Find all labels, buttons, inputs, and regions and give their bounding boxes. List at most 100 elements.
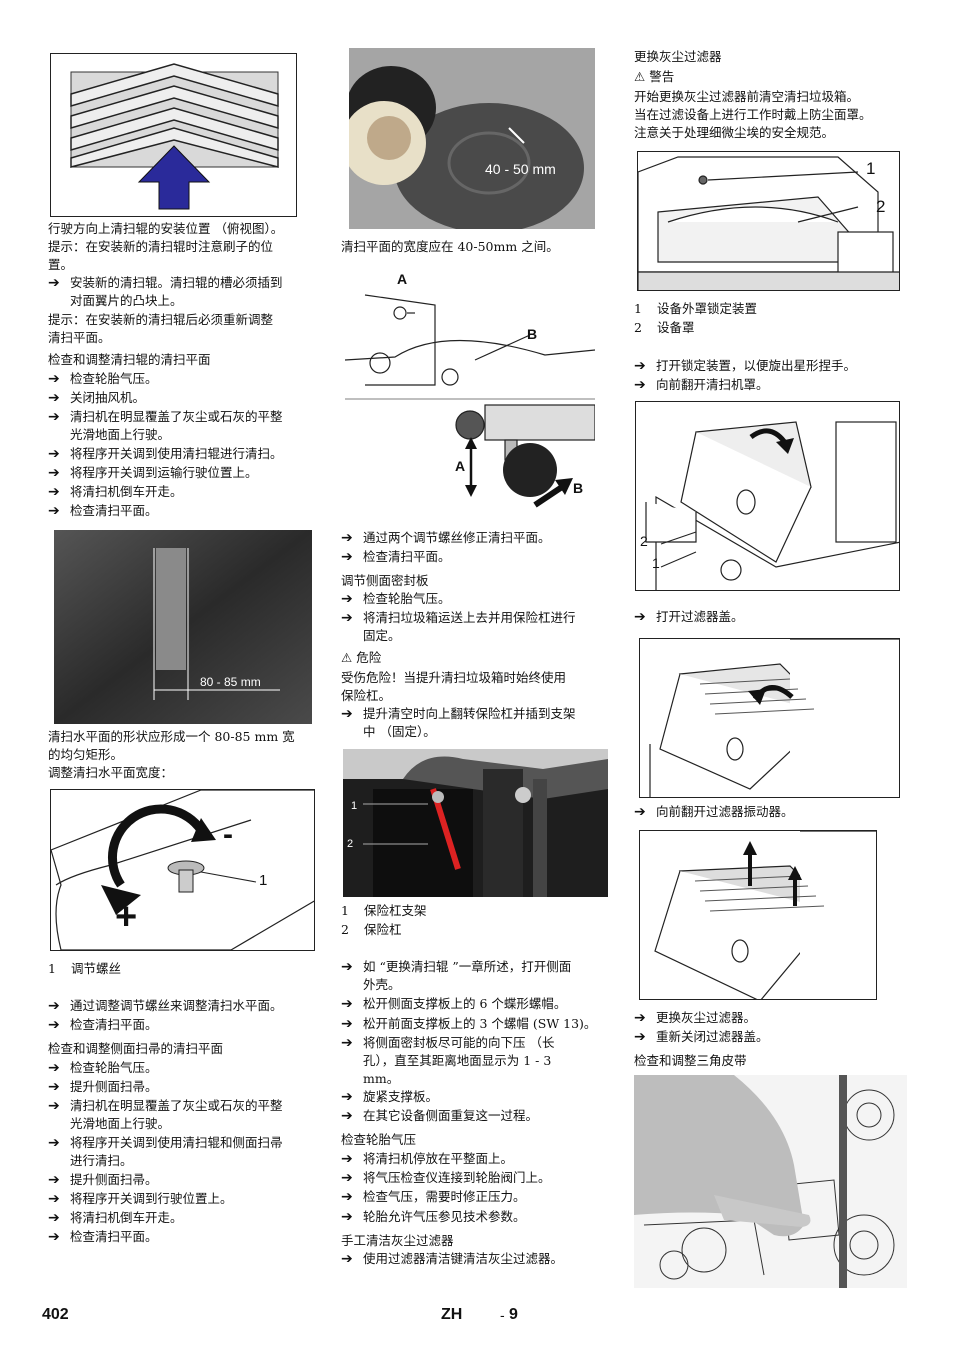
- list-item: ➔检查轮胎气压。: [341, 591, 451, 607]
- arrow-right-icon: ➔: [48, 446, 60, 462]
- label-b-top: B: [527, 326, 538, 342]
- fig1-caption: 行驶方向上清扫辊的安装位置 （俯视图）。: [48, 221, 284, 236]
- warning-line1: 开始更换灰尘过滤器前清空清扫垃圾箱。: [634, 89, 860, 104]
- page-number: 402: [42, 1306, 69, 1323]
- arrow-right-icon: ➔: [341, 591, 353, 607]
- arrow-right-icon: ➔: [341, 530, 353, 546]
- list-item: ➔在其它设备侧面重复这一过程。: [341, 1108, 539, 1124]
- arrow-right-icon: ➔: [341, 1108, 353, 1124]
- section-heading-filter-replace: 更换灰尘过滤器: [634, 49, 722, 64]
- arrow-right-icon: ➔: [48, 275, 60, 291]
- arrow-right-icon: ➔: [634, 804, 646, 820]
- adjusting-screw-figure: - + 1: [50, 789, 315, 951]
- arrow-right-icon: ➔: [48, 465, 60, 481]
- increase-sign: +: [115, 896, 138, 938]
- warning-line3: 注意关于处理细微尘埃的安全规范。: [634, 125, 835, 140]
- list-item: ➔提升侧面扫帚。: [48, 1079, 158, 1095]
- fig2-caption-line3: 调整清扫水平面宽度：: [48, 765, 174, 780]
- v-belt-photo: [634, 1075, 907, 1288]
- label-b-bottom: B: [573, 480, 584, 496]
- side-broom-photo: 40 - 50 mm: [349, 48, 595, 229]
- legend-text: 保险杠: [364, 922, 402, 937]
- fig2-caption-line1: 清扫水平面的形状应形成一个 80-85 mm 宽: [48, 729, 295, 744]
- list-item-cont: 中 （固定）。: [363, 724, 436, 739]
- arrow-right-icon: ➔: [48, 1098, 60, 1114]
- legend-num: 2: [634, 320, 642, 335]
- list-item: ➔打开锁定装置，以便旋出星形捏手。: [634, 358, 857, 374]
- arrow-right-icon: ➔: [341, 1016, 353, 1032]
- section-heading-side-broom: 检查和调整侧面扫帚的清扫平面: [48, 1041, 224, 1056]
- list-item: ➔松开侧面支撑板上的 6 个蝶形螺帽。: [341, 996, 567, 1012]
- arrow-right-icon: ➔: [48, 998, 60, 1014]
- hint2-line2: 清扫平面。: [48, 330, 111, 345]
- list-item: ➔使用过滤器清洁键清洁灰尘过滤器。: [341, 1251, 564, 1267]
- list-item: ➔将清扫机停放在平整面上。: [341, 1151, 514, 1167]
- list-item: ➔将程序开关调到使用清扫辊和侧面扫帚: [48, 1135, 283, 1151]
- list-item: ➔将程序开关调到运输行驶位置上。: [48, 465, 258, 481]
- danger-line2: 保险杠。: [341, 688, 392, 703]
- legend-num: 2: [341, 922, 349, 937]
- arrow-right-icon: ➔: [48, 409, 60, 425]
- section-page-number: 9: [509, 1306, 518, 1323]
- list-item: ➔检查清扫平面。: [48, 1017, 158, 1033]
- list-item: ➔关闭抽风机。: [48, 390, 146, 406]
- list-item-cont: 进行清扫。: [70, 1153, 133, 1168]
- footer-dash: -: [500, 1307, 505, 1323]
- list-item: ➔轮胎允许气压参见技术参数。: [341, 1209, 526, 1225]
- arrow-right-icon: ➔: [341, 610, 353, 626]
- list-item: ➔检查轮胎气压。: [48, 1060, 158, 1076]
- broom-adjust-figure: A B A B: [345, 265, 595, 515]
- arrow-right-icon: ➔: [341, 1089, 353, 1105]
- filter-cover-figure: [639, 638, 900, 798]
- callout-2: 2: [347, 838, 354, 850]
- list-item-cont: 固定。: [363, 628, 401, 643]
- arrow-right-icon: ➔: [48, 1229, 60, 1245]
- warning-line2: 当在过滤设备上进行工作时戴上防尘面罩。: [634, 107, 872, 122]
- hint2-line1: 提示：在安装新的清扫辊后必须重新调整: [48, 312, 274, 327]
- language-code: ZH: [441, 1306, 463, 1323]
- arrow-right-icon: ➔: [634, 377, 646, 393]
- callout-2: 2: [876, 197, 886, 216]
- label-a-bottom: A: [455, 458, 466, 474]
- arrow-right-icon: ➔: [341, 1251, 353, 1267]
- list-item-cont: 光滑地面上行驶。: [70, 427, 171, 442]
- hint1-line2: 置。: [48, 257, 74, 272]
- arrow-right-icon: ➔: [341, 1035, 353, 1051]
- list-item: ➔向前翻开清扫机罩。: [634, 377, 769, 393]
- list-item: ➔旋紧支撑板。: [341, 1089, 439, 1105]
- list-item: ➔将气压检查仪连接到轮胎阀门上。: [341, 1170, 551, 1186]
- arrow-right-icon: ➔: [341, 1189, 353, 1205]
- legend-text: 调节螺丝: [71, 961, 122, 976]
- section-heading-tire: 检查轮胎气压: [341, 1132, 417, 1147]
- arrow-right-icon: ➔: [48, 1191, 60, 1207]
- arrow-right-icon: ➔: [48, 1172, 60, 1188]
- legend-text: 设备罩: [657, 320, 695, 335]
- arrow-right-icon: ➔: [48, 1017, 60, 1033]
- arrow-right-icon: ➔: [48, 1210, 60, 1226]
- fig1-caption: 清扫平面的宽度应在 40-50mm 之间。: [341, 239, 559, 254]
- section-heading-v-belt: 检查和调整三角皮带: [634, 1053, 747, 1068]
- arrow-right-icon: ➔: [341, 959, 353, 975]
- list-item: ➔检查轮胎气压。: [48, 371, 158, 387]
- list-item: ➔将清扫机倒车开走。: [48, 484, 183, 500]
- danger-heading: ⚠ 危险: [341, 650, 382, 665]
- section-heading-filter-clean: 手工清洁灰尘过滤器: [341, 1233, 454, 1248]
- open-hood-figure: 2 1: [635, 401, 900, 591]
- fig2-caption-line2: 的均匀矩形。: [48, 747, 124, 762]
- list-item: ➔向前翻开过滤器振动器。: [634, 804, 794, 820]
- callout-1: 1: [351, 800, 358, 812]
- list-item: ➔检查清扫平面。: [48, 1229, 158, 1245]
- legend-text: 设备外罩锁定装置: [657, 301, 758, 316]
- decrease-sign: -: [223, 818, 233, 851]
- list-item: ➔将侧面密封板尽可能的向下压 （长: [341, 1035, 555, 1051]
- roller-installation-figure: [50, 53, 297, 217]
- list-item: ➔将程序开关调到行驶位置上。: [48, 1191, 233, 1207]
- list-item: ➔重新关闭过滤器盖。: [634, 1029, 769, 1045]
- section-heading-roller-plane: 检查和调整清扫辊的清扫平面: [48, 352, 211, 367]
- bumper-support-photo: 1 2: [343, 749, 608, 897]
- arrow-right-icon: ➔: [48, 390, 60, 406]
- list-item: ➔将清扫垃圾箱运送上去并用保险杠进行: [341, 610, 576, 626]
- list-item: ➔检查清扫平面。: [48, 503, 158, 519]
- broom-width-label: 40 - 50 mm: [485, 161, 556, 177]
- list-item: ➔打开过滤器盖。: [634, 609, 744, 625]
